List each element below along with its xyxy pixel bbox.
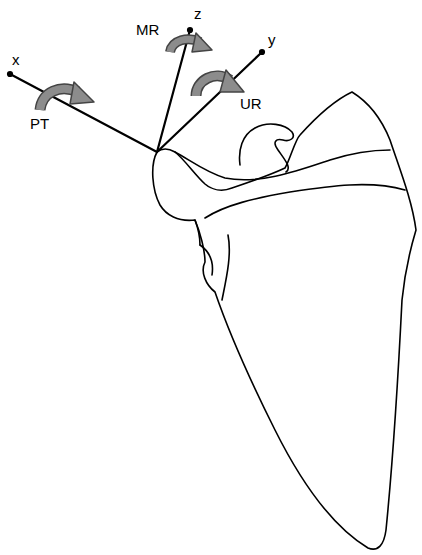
neck-line: [195, 220, 200, 245]
arrowhead: [220, 70, 244, 92]
axis-label: z: [194, 6, 202, 21]
scapula-spine-lower: [205, 185, 405, 218]
y-axis-end: [260, 50, 264, 54]
glenoid-edge: [200, 235, 229, 300]
x-axis: [10, 74, 157, 152]
rotation-label: PT: [30, 116, 49, 131]
arrowhead: [192, 33, 212, 52]
arrowhead: [70, 82, 94, 104]
rotation-label: MR: [136, 22, 159, 37]
scapula-spine: [175, 150, 390, 180]
rotation-label: UR: [240, 96, 262, 111]
y-axis: [157, 52, 262, 152]
x-axis-end: [8, 72, 12, 76]
z-axis-end: [188, 28, 192, 32]
axis-label: y: [268, 32, 276, 47]
axis-label: x: [12, 52, 20, 67]
scapula-outline: [153, 92, 416, 549]
coracoid-process: [240, 124, 294, 172]
